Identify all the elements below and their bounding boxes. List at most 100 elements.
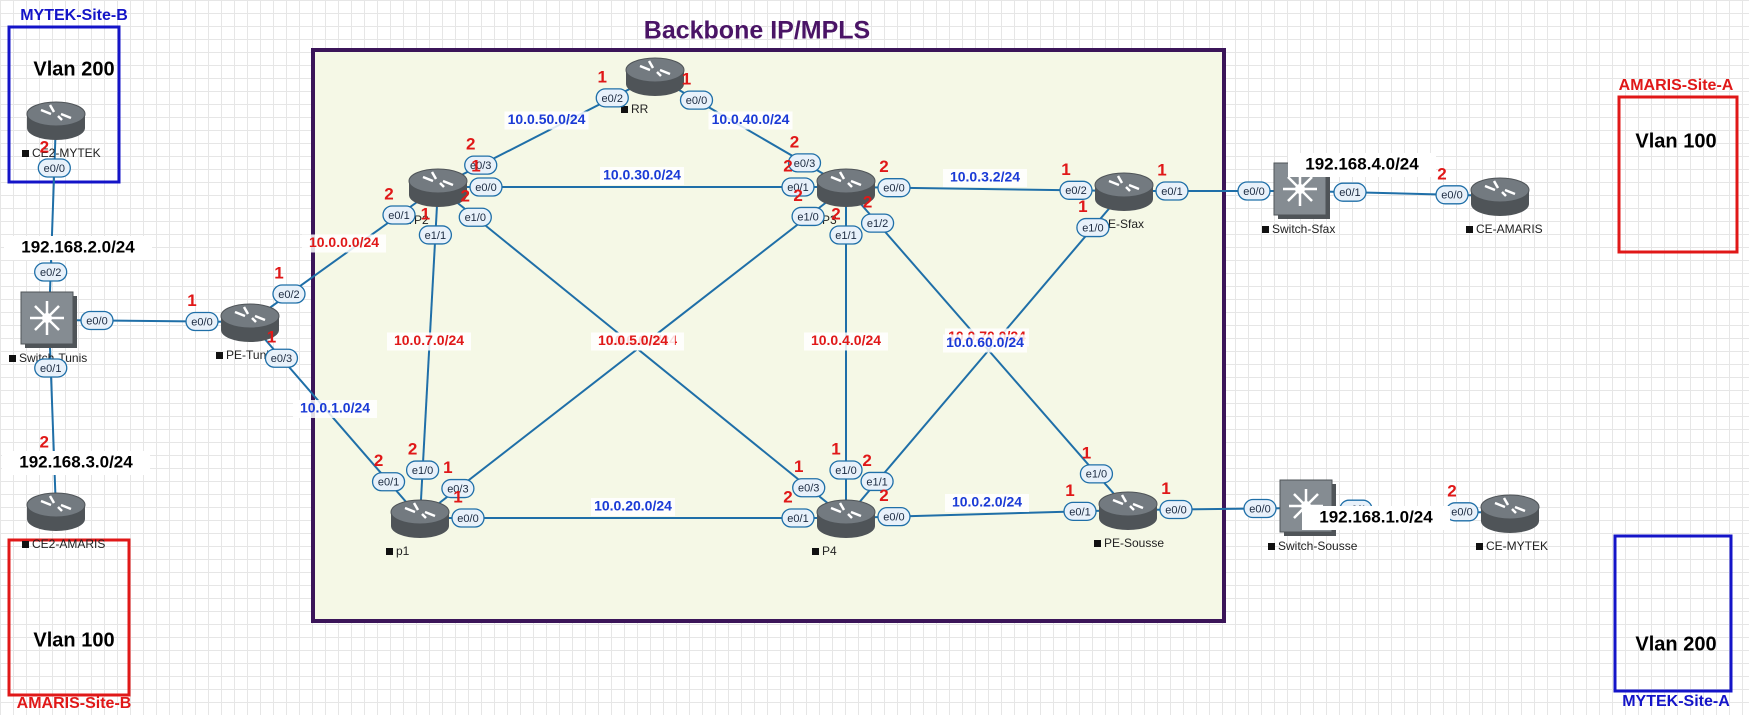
port-badge <box>382 205 416 225</box>
router-p1[interactable]: p1 <box>386 499 450 558</box>
port-label: e0/1 <box>1069 506 1090 518</box>
link-swtunis-ce2amaris <box>48 319 57 512</box>
port-label: e0/0 <box>1441 190 1462 202</box>
subnet-bg <box>591 498 675 516</box>
port-badge <box>877 178 911 198</box>
port-badge <box>1155 181 1189 201</box>
link-end-number: 2 <box>862 451 871 470</box>
port-label: e0/0 <box>475 182 496 194</box>
port-badge <box>34 262 68 282</box>
subnet-label: 10.0.30.0/24 <box>603 167 681 183</box>
port-label: e0/3 <box>271 353 292 365</box>
subnet-label: 10.0.4.0/24 <box>811 332 881 348</box>
port-label: e0/0 <box>1165 504 1186 516</box>
port-badge <box>1076 217 1110 238</box>
port-label: e0/0 <box>1243 186 1264 198</box>
backbone-title: Backbone IP/MPLS <box>644 17 870 45</box>
link-p2-p4 <box>437 186 847 519</box>
router-icon <box>1470 177 1530 203</box>
port-label: e0/3 <box>447 483 468 495</box>
subnet-bg <box>504 111 589 130</box>
lan-subnet-label: 192.168.2.0/24 <box>21 237 135 256</box>
port-label: e0/1 <box>388 210 409 222</box>
port-label: e0/0 <box>191 316 212 328</box>
port-badge <box>781 508 815 528</box>
router-pesfax[interactable]: PE-Sfax <box>1090 172 1154 231</box>
link-end-number: 2 <box>466 135 475 154</box>
port-label: e1/0 <box>1086 469 1107 481</box>
link-end-number: 2 <box>879 486 888 505</box>
link-end-number: 2 <box>863 193 872 212</box>
port-label: e0/2 <box>278 289 299 301</box>
port-badge <box>1243 498 1277 519</box>
device-label: CE-AMARIS <box>1476 222 1543 236</box>
site-box-mytek_a <box>1613 534 1733 693</box>
port-label: e1/2 <box>867 218 888 230</box>
port-label: e0/3 <box>798 483 819 495</box>
link-end-number: 2 <box>1447 481 1456 500</box>
router-icon <box>625 57 685 83</box>
link-end-number: 1 <box>831 439 840 458</box>
port-label: e0/3 <box>794 158 815 170</box>
router-ce2mytek[interactable]: CE2-MYTEK <box>22 101 101 160</box>
router-p4[interactable]: P4 <box>812 499 876 558</box>
port-label: e1/0 <box>1082 222 1103 234</box>
port-label: e0/2 <box>40 267 61 279</box>
link-end-number: 1 <box>187 291 196 310</box>
router-ceamaris[interactable]: CE-AMARIS <box>1466 177 1543 236</box>
device-label: PE-Sousse <box>1104 536 1164 550</box>
router-icon <box>1094 172 1154 198</box>
device-label: RR <box>631 102 649 116</box>
port-label: e0/0 <box>883 512 904 524</box>
port-badge <box>679 90 714 110</box>
router-petunis[interactable]: PE-Tunis <box>216 303 280 362</box>
link-end-number: 1 <box>421 204 430 223</box>
subnet-bg <box>943 334 1027 353</box>
port-badge <box>469 177 503 197</box>
port-badge <box>792 478 826 498</box>
router-cemytek[interactable]: CE-MYTEK <box>1476 494 1548 553</box>
device-label: PE-Sfax <box>1100 217 1144 231</box>
device-label: CE-MYTEK <box>1486 539 1548 553</box>
port-badge <box>781 177 815 197</box>
router-rr[interactable]: RR <box>621 57 685 116</box>
port-label: e1/1 <box>425 230 446 242</box>
site-box-mytek_b <box>7 25 121 184</box>
port-label: e0/0 <box>86 315 107 327</box>
device-label: Switch-Sfax <box>1272 222 1335 236</box>
switch-swtunis[interactable]: Switch-Tunis <box>9 291 87 365</box>
port-label: e1/1 <box>835 230 856 242</box>
port-label: e0/1 <box>787 513 808 525</box>
subnet-label: 10.0.3.2/24 <box>950 169 1020 185</box>
link-end-number: 2 <box>374 451 383 470</box>
link-end-number: 1 <box>267 328 276 347</box>
lan-subnet-bg <box>1302 506 1450 530</box>
router-icon <box>26 492 86 518</box>
router-pesousse[interactable]: PE-Sousse <box>1094 491 1164 550</box>
port-label: e0/0 <box>457 513 478 525</box>
device-label: CE2-MYTEK <box>32 146 101 160</box>
router-p2[interactable]: P2 <box>404 168 468 227</box>
subnet-label: 10.0.0.0/24 <box>309 234 379 250</box>
port-label: e0/1 <box>1161 186 1182 198</box>
port-badge <box>264 348 299 368</box>
router-icon <box>1098 491 1158 517</box>
vlan-label-amaris_b: Vlan 100 <box>33 629 114 651</box>
link-end-number: 1 <box>1161 479 1170 498</box>
link-end-number: 1 <box>443 458 452 477</box>
router-ce2amaris[interactable]: CE2-AMARIS <box>22 492 105 551</box>
port-badge <box>458 207 492 227</box>
router-icon <box>1480 494 1540 520</box>
subnet-label: 10.0.2.0/24 <box>952 494 1022 510</box>
vlan-label-amaris_a: Vlan 100 <box>1635 130 1716 152</box>
subnet-label: 10.0.7.0/24 <box>394 332 464 348</box>
port-badge <box>451 508 485 528</box>
router-p3[interactable]: P3 <box>812 168 876 227</box>
lan-subnet-label: 192.168.1.0/24 <box>1319 507 1433 526</box>
port-badge <box>464 155 498 175</box>
subnet-bg <box>387 332 471 351</box>
subnet-bg <box>600 167 684 185</box>
lan-subnet-label: 192.168.4.0/24 <box>1305 154 1419 173</box>
port-label: e0/0 <box>883 183 904 195</box>
switch-swsfax[interactable]: Switch-Sfax <box>1262 162 1335 236</box>
